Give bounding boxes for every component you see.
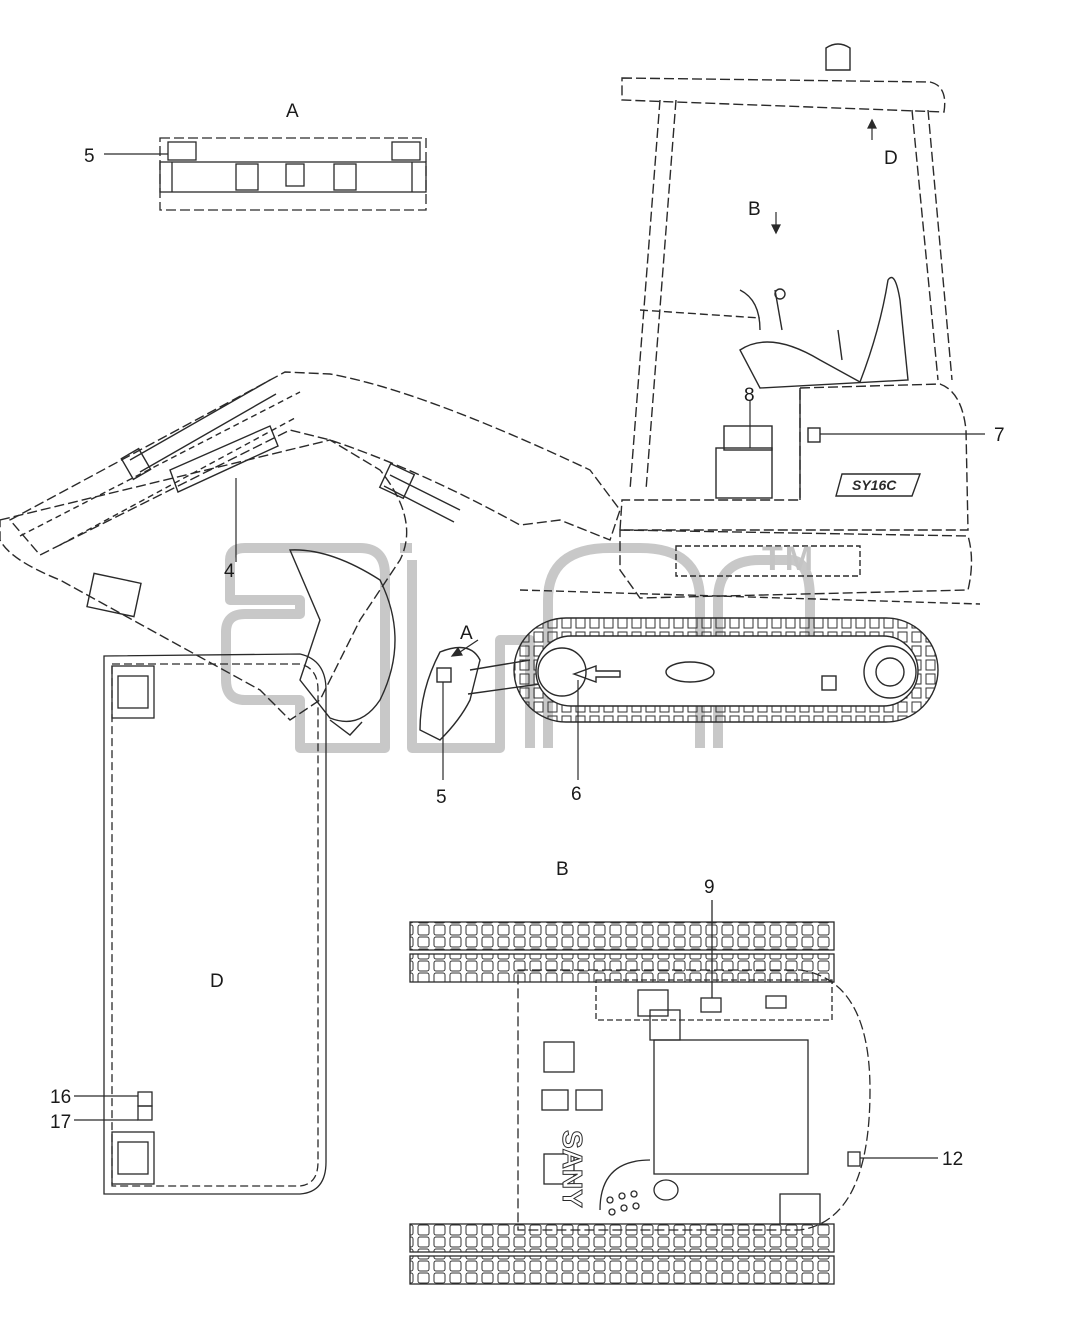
- decal-16: [137, 1091, 153, 1107]
- decal-7: [807, 427, 821, 443]
- decal-12: [847, 1151, 861, 1167]
- view-d-marker: D: [884, 148, 898, 169]
- sprocket: [863, 645, 917, 699]
- decal-5-side: [436, 667, 452, 683]
- track-left-bottom: [409, 953, 835, 983]
- detail-d-view: [74, 653, 327, 1195]
- detail-b-view: [409, 900, 938, 1285]
- callout-6: 6: [571, 784, 582, 805]
- callout-9: 9: [704, 877, 715, 898]
- top-brand-decal: SANY: [557, 1130, 589, 1209]
- detail-a-frame: [159, 137, 427, 211]
- canopy-roof: [621, 77, 946, 113]
- track-right-top: [409, 1223, 835, 1253]
- callout-7: 7: [994, 425, 1005, 446]
- view-b-arrowhead: [771, 224, 781, 235]
- leader-lines-main: [235, 118, 985, 780]
- canopy-beacon: [825, 43, 851, 71]
- detail-a-view: [104, 137, 427, 211]
- arm-cylinder: [383, 474, 461, 523]
- canopy-front-pillar: [629, 99, 677, 491]
- arm: [0, 439, 408, 721]
- callout-12: 12: [942, 1149, 964, 1170]
- engine-hood: [619, 383, 969, 531]
- counterweight: [619, 529, 973, 599]
- track-right-bottom: [409, 1255, 835, 1285]
- view-d-arrowhead: [867, 118, 877, 129]
- callout-8: 8: [744, 385, 755, 406]
- upper-structure-outline: [517, 969, 871, 1231]
- watermark-tm: TM: [762, 540, 816, 578]
- dozer-blade: [419, 646, 481, 741]
- bucket: [288, 549, 396, 723]
- canopy-rear-pillar: [911, 109, 953, 381]
- callout-16: 16: [50, 1087, 72, 1108]
- track-left-top: [409, 921, 835, 951]
- model-badge-frame: [835, 473, 921, 497]
- callout-5-detail: 5: [84, 146, 95, 167]
- decal-17: [137, 1105, 153, 1121]
- decal-5-detail: [167, 141, 197, 161]
- boom-cylinder: [129, 379, 277, 473]
- detail-d-roof: [103, 653, 327, 1195]
- callout-5-side: 5: [436, 787, 447, 808]
- detail-a-title: A: [286, 101, 299, 122]
- view-a-arrowhead: [450, 646, 463, 657]
- detail-b-title: B: [556, 859, 569, 880]
- model-badge: SY16C: [852, 477, 897, 493]
- view-b-marker: B: [748, 199, 761, 220]
- decal-4-area: [169, 425, 279, 493]
- excavator-side-view: [0, 43, 981, 741]
- boom: [8, 371, 621, 556]
- idler: [537, 647, 587, 697]
- track-inner: [535, 635, 919, 707]
- callout-17: 17: [50, 1112, 72, 1133]
- seat: [739, 276, 909, 389]
- decal-8-panel: [715, 447, 773, 499]
- decal-6-arrow: [571, 665, 621, 683]
- detail-d-title: D: [210, 971, 224, 992]
- decal-9: [700, 997, 722, 1013]
- callout-4: 4: [224, 561, 235, 582]
- view-a-marker: A: [460, 623, 473, 644]
